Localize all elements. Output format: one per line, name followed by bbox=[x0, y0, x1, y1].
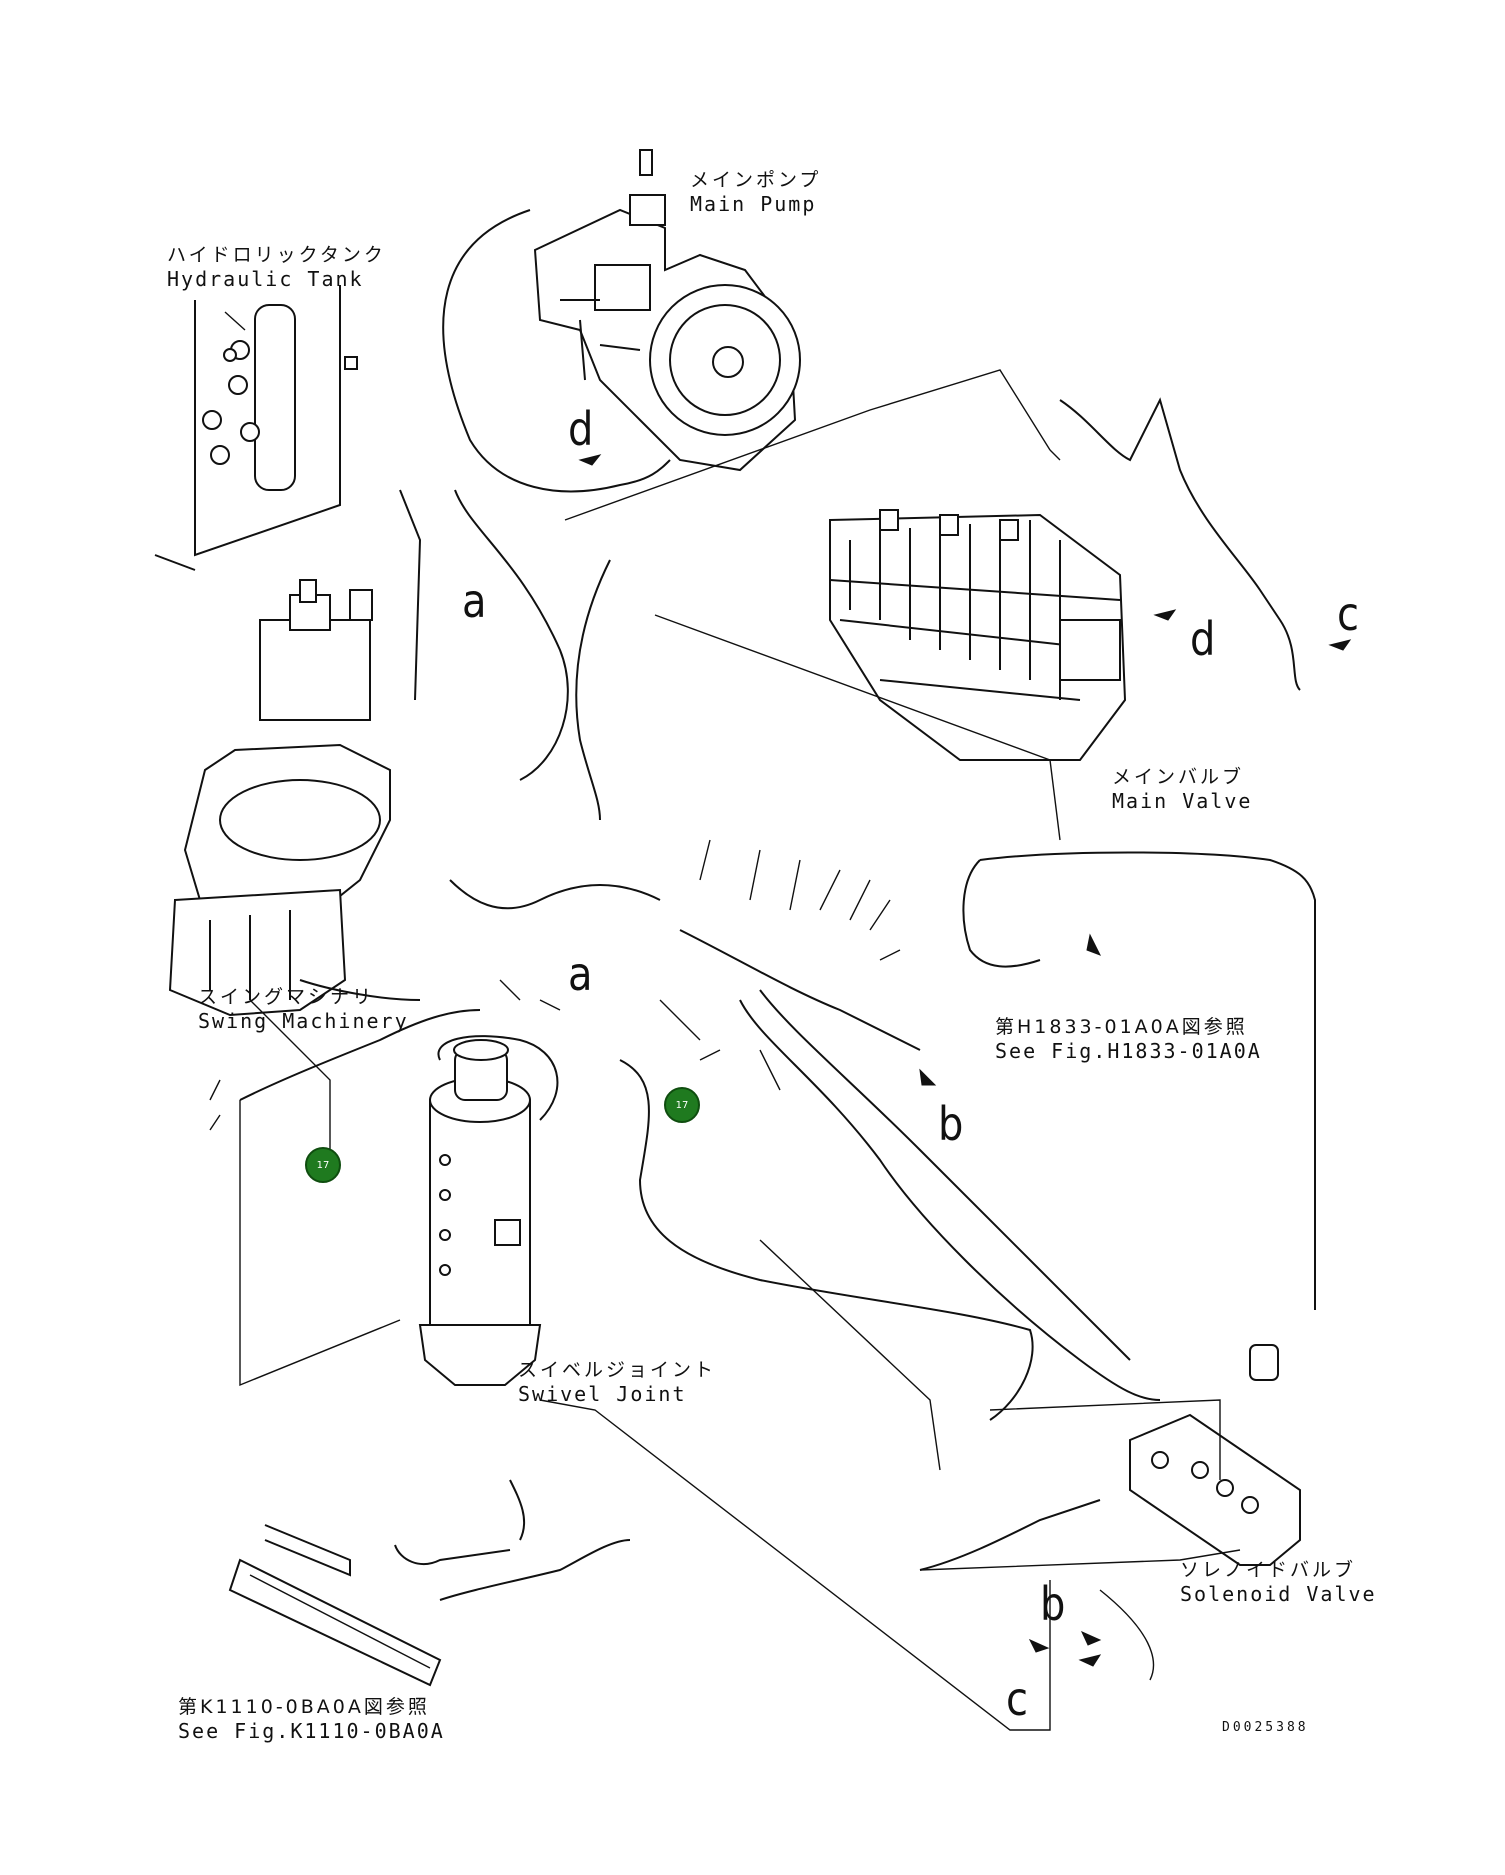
swivel-joint-label: スイベルジョイント Swivel Joint bbox=[518, 1358, 716, 1406]
connection-letter-a-top: a bbox=[462, 575, 487, 629]
swivel-joint-label-en: Swivel Joint bbox=[518, 1382, 687, 1406]
main-valve-label-en: Main Valve bbox=[1112, 789, 1253, 813]
connection-letter-b-bottom: b bbox=[1040, 1578, 1066, 1632]
main-pump-label-jp: メインポンプ bbox=[690, 169, 822, 191]
solenoid-valve-label-en: Solenoid Valve bbox=[1180, 1582, 1377, 1606]
see-fig-h1833-label: 第H1833-01A0A図参照 See Fig.H1833-01A0A bbox=[995, 1015, 1262, 1063]
swivel-joint-label-jp: スイベルジョイント bbox=[518, 1359, 717, 1381]
solenoid-valve-label: ソレノイドバルブ Solenoid Valve bbox=[1180, 1558, 1377, 1606]
part-marker-17[interactable]: 17 bbox=[664, 1087, 700, 1123]
swing-machinery-label-en: Swing Machinery bbox=[198, 1009, 409, 1033]
swing-machinery-drawing bbox=[168, 579, 391, 1017]
main-pump-drawing bbox=[533, 149, 801, 472]
main-valve-label: メインバルブ Main Valve bbox=[1112, 765, 1252, 813]
hydraulic-tank-label: ハイドロリックタンク Hydraulic Tank bbox=[167, 243, 386, 291]
see-fig-k1110-label-jp: 第K1110-0BA0A図参照 bbox=[178, 1696, 430, 1718]
connection-letter-a-mid: a bbox=[568, 948, 593, 1002]
connection-letter-d-valve: d bbox=[1190, 613, 1216, 667]
drawing-number: D0025388 bbox=[1222, 1720, 1309, 1735]
connection-letter-c-bottom: c bbox=[1006, 1673, 1028, 1727]
hydraulic-tank-drawing bbox=[154, 285, 358, 571]
connection-arrows bbox=[578, 454, 1352, 1667]
connection-letter-c-top: c bbox=[1337, 588, 1359, 642]
hydraulic-tank-label-jp: ハイドロリックタンク bbox=[167, 244, 386, 266]
terminal-block-drawing bbox=[228, 1524, 442, 1687]
see-fig-k1110-label: 第K1110-0BA0A図参照 See Fig.K1110-0BA0A bbox=[178, 1695, 445, 1743]
see-fig-k1110-label-en: See Fig.K1110-0BA0A bbox=[178, 1719, 445, 1743]
swivel-joint-drawing bbox=[418, 1035, 559, 1386]
main-valve-label-jp: メインバルブ bbox=[1112, 766, 1245, 788]
swing-machinery-label: スイングマシナリ Swing Machinery bbox=[198, 985, 409, 1033]
hose-routing bbox=[209, 209, 1316, 1731]
part-marker-17[interactable]: 17 bbox=[305, 1147, 341, 1183]
solenoid-valve-label-jp: ソレノイドバルブ bbox=[1180, 1559, 1357, 1581]
main-pump-label-en: Main Pump bbox=[690, 192, 817, 216]
hydraulic-tank-label-en: Hydraulic Tank bbox=[167, 267, 364, 291]
see-fig-h1833-label-en: See Fig.H1833-01A0A bbox=[995, 1039, 1262, 1063]
solenoid-valve-drawing bbox=[1129, 1344, 1301, 1566]
swing-machinery-label-jp: スイングマシナリ bbox=[198, 986, 375, 1008]
connection-letter-d-pump: d bbox=[568, 403, 594, 457]
connection-letter-b-right: b bbox=[938, 1098, 964, 1152]
main-pump-label: メインポンプ Main Pump bbox=[690, 168, 821, 216]
main-valve-drawing bbox=[829, 509, 1127, 761]
see-fig-h1833-label-jp: 第H1833-01A0A図参照 bbox=[995, 1016, 1248, 1038]
